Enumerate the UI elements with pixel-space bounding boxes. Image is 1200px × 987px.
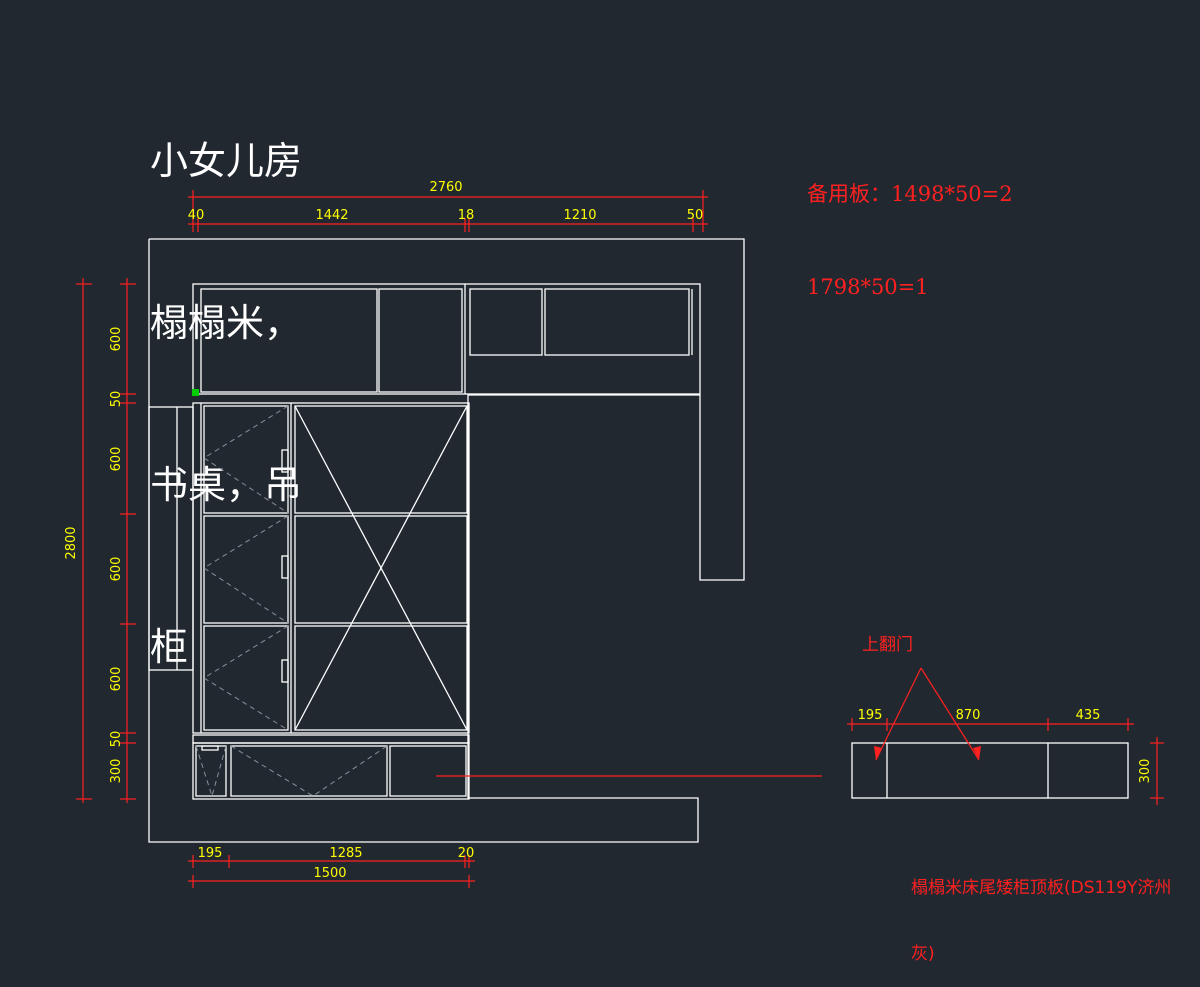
low-cabinet-door-3 <box>389 745 467 797</box>
top-board-line-1: 榻榻米床尾矮柜顶板(DS119Y济州 <box>911 878 1172 898</box>
dimension-labels: 2760 40 1442 18 1210 50 2800 600 50 600 … <box>64 180 1153 881</box>
left-door-1 <box>203 405 289 514</box>
swing-5 <box>230 745 388 797</box>
low-cabinet-frame <box>192 742 470 800</box>
flip-door-label: 上翻门 <box>862 635 913 655</box>
upper-cabinet-door-2 <box>378 288 463 393</box>
dim-left-5: 600 <box>109 667 124 692</box>
dim-top-5: 50 <box>687 208 704 223</box>
dim-detail-2: 870 <box>956 708 981 723</box>
dim-top-2: 1442 <box>315 208 348 223</box>
handle-1 <box>281 449 289 473</box>
drawing-title: 小女儿房 榻榻米， 书桌，吊 柜 <box>150 26 302 728</box>
top-board-line-2: 灰) <box>911 944 935 964</box>
open-shelf-cross-2 <box>294 405 468 731</box>
swing-3 <box>203 625 289 731</box>
upper-cabinet-door-3 <box>469 288 543 356</box>
right-shelf-1 <box>294 405 468 514</box>
upper-cabinet-frame <box>192 283 701 395</box>
right-shelf-2 <box>294 515 468 624</box>
title-line-3: 书桌，吊 <box>150 463 303 507</box>
low-cabinet-door-2 <box>230 745 388 797</box>
swing-2 <box>203 515 289 624</box>
cad-drawing-canvas: 2760 40 1442 18 1210 50 2800 600 50 600 … <box>64 180 1164 888</box>
tall-cabinet-frame <box>192 402 470 734</box>
flip-arrow-right <box>920 667 980 761</box>
dim-bottom-2: 1285 <box>329 846 362 861</box>
dim-top-3: 18 <box>458 208 475 223</box>
spare-board-line-2: 1798*50=1 <box>807 275 929 299</box>
dim-detail-height: 300 <box>1138 759 1153 784</box>
room-outline <box>148 238 745 843</box>
dim-bottom-total: 1500 <box>313 866 346 881</box>
low-cabinet-top <box>192 734 470 744</box>
flip-arrow-left <box>875 667 922 761</box>
side-panel <box>148 406 194 671</box>
cabinet-outlines <box>148 238 1129 843</box>
dim-detail-1: 195 <box>858 708 883 723</box>
arrowhead-left <box>874 746 882 760</box>
marker-square <box>192 389 199 396</box>
arrowhead-right <box>973 746 981 760</box>
dim-top-total: 2760 <box>429 180 462 195</box>
swing-4 <box>195 745 227 798</box>
title-line-4: 柜 <box>150 625 189 669</box>
left-door-3 <box>203 625 289 731</box>
upper-cabinet-door-1 <box>200 288 378 393</box>
arrowheads <box>874 746 981 760</box>
dim-bottom-3: 20 <box>458 846 475 861</box>
dim-detail-3: 435 <box>1076 708 1101 723</box>
handle-3 <box>281 659 289 683</box>
spare-board-note: 备用板：1498*50=2 1798*50=1 <box>807 117 1013 334</box>
dim-left-3: 600 <box>109 447 124 472</box>
dimension-lines <box>76 190 1164 888</box>
dim-left-4: 600 <box>109 557 124 582</box>
dim-left-2: 50 <box>109 391 124 408</box>
door-swing-lines <box>195 405 388 798</box>
dim-top-1: 40 <box>188 208 205 223</box>
title-line-2: 榻榻米， <box>150 301 303 345</box>
dim-bottom-1: 195 <box>198 846 223 861</box>
swing-1 <box>203 405 289 514</box>
dim-top-4: 1210 <box>563 208 596 223</box>
low-cabinet-door-1 <box>195 745 227 797</box>
dim-left-1: 600 <box>109 327 124 352</box>
right-shelf-3 <box>294 625 468 731</box>
title-line-1: 小女儿房 <box>150 139 303 183</box>
low-cabinet-handle <box>201 745 219 751</box>
spare-board-line-1: 备用板：1498*50=2 <box>807 182 1013 206</box>
left-door-2 <box>203 515 289 624</box>
dim-left-6: 50 <box>109 731 124 748</box>
upper-cabinet-door-4 <box>544 288 690 356</box>
detail-board-frame <box>851 742 1129 799</box>
dim-left-total: 2800 <box>64 526 79 559</box>
dim-left-7: 300 <box>109 759 124 784</box>
handle-2 <box>281 555 289 579</box>
